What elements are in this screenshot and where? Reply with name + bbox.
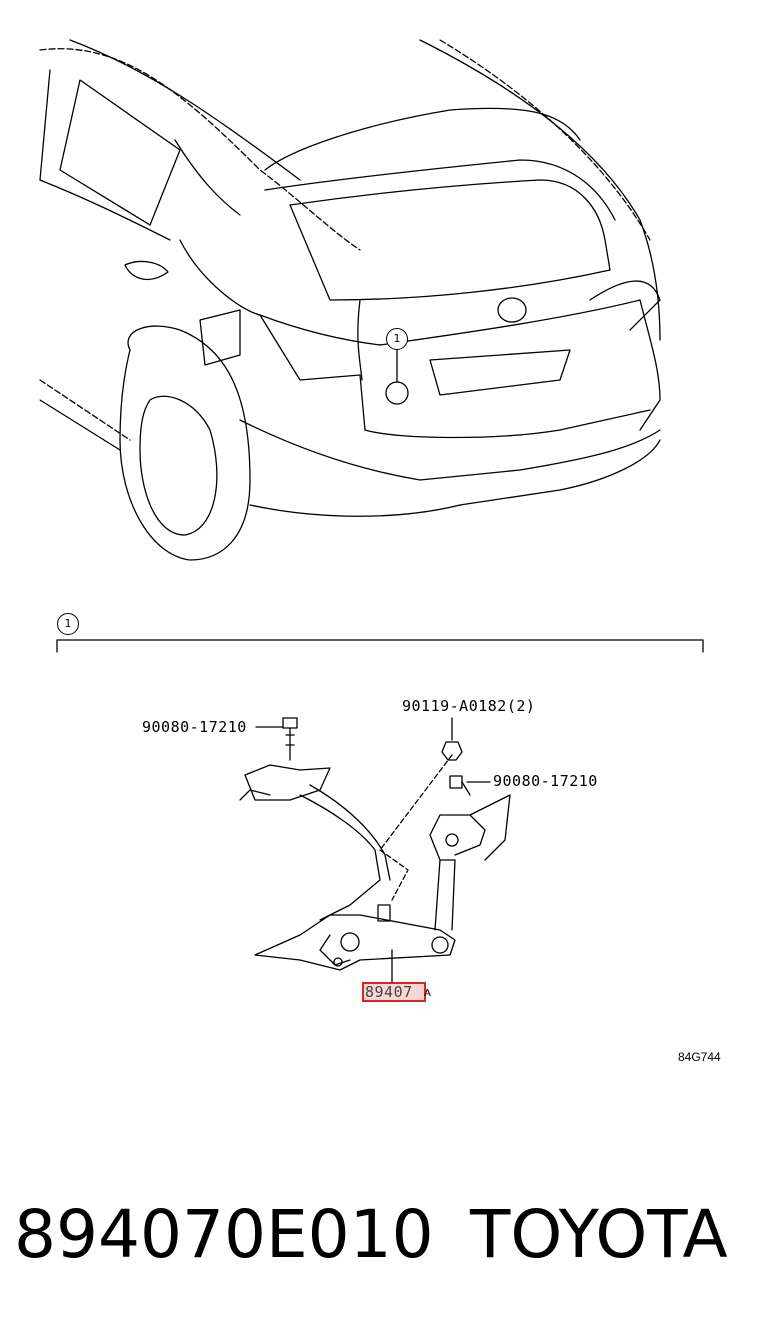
part-number: 894070E010 [14,1196,434,1273]
footer-caption: 894070E010 TOYOTA [14,1190,754,1280]
nut-illustration [441,741,463,761]
callout-bolt-right: 90080-17210 [493,772,598,790]
callout-bolt-left: 90080-17210 [142,718,247,736]
height-sensor-illustration [239,764,511,971]
bolt-right-illustration [449,775,471,796]
callout-marker-circle: 1 [386,328,408,350]
parts-diagram [39,39,704,983]
callout-nut: 90119-A0182(2) [402,697,536,715]
assembly-bracket [56,639,704,653]
bolt-left-illustration [282,717,298,761]
section-marker-circle: 1 [57,613,79,635]
callout-sensor-suffix: A [424,988,431,999]
callout-sensor-part: 89407 [365,983,413,1001]
vehicle-illustration [39,39,661,561]
highlighted-part-box [362,982,426,1002]
brand-name: TOYOTA [470,1196,728,1273]
diagram-reference-code: 84G744 [678,1050,721,1064]
